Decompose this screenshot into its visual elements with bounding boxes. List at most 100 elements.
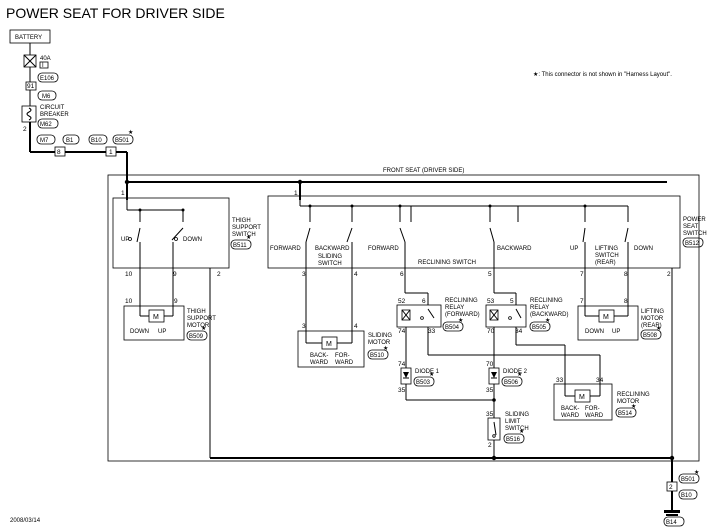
svg-text:M: M — [326, 341, 332, 348]
ground-icon — [664, 510, 680, 516]
svg-text:M: M — [153, 314, 159, 321]
fuse-number: I — [42, 63, 44, 69]
connector-b511 — [230, 239, 252, 250]
svg-text:DOWN: DOWN — [634, 246, 653, 252]
svg-text:★: ★ — [383, 345, 388, 352]
svg-text:5: 5 — [510, 298, 514, 305]
svg-text:UP: UP — [158, 329, 166, 335]
svg-text:B505: B505 — [532, 325, 547, 331]
connector-b512 — [682, 237, 704, 248]
svg-text:74: 74 — [398, 328, 406, 335]
reclining-relay-forward — [396, 304, 442, 328]
svg-text:1: 1 — [294, 190, 298, 197]
svg-text:10: 10 — [125, 298, 133, 305]
svg-text:6: 6 — [400, 271, 404, 278]
svg-text:SWITCH: SWITCH — [505, 426, 529, 432]
svg-text:B508: B508 — [643, 333, 658, 339]
svg-text:1: 1 — [109, 149, 113, 156]
svg-text:SWITCH: SWITCH — [595, 253, 619, 259]
svg-text:M: M — [603, 314, 609, 321]
svg-text:4: 4 — [354, 271, 358, 278]
svg-text:B1: B1 — [66, 138, 74, 144]
svg-text:FORWARD: FORWARD — [270, 246, 301, 252]
svg-text:UP: UP — [612, 329, 620, 335]
svg-text:8: 8 — [624, 271, 628, 278]
svg-text:MOTOR: MOTOR — [617, 399, 640, 405]
connector-b503 — [413, 376, 435, 387]
battery-label: BATTERY — [15, 35, 42, 41]
svg-text:RELAY: RELAY — [445, 305, 464, 311]
svg-text:SLIDING: SLIDING — [368, 333, 392, 339]
thigh-support-motor — [123, 305, 185, 341]
connector-b10-ground — [678, 489, 698, 500]
svg-text:MOTOR: MOTOR — [641, 316, 664, 322]
svg-text:CIRCUIT: CIRCUIT — [40, 105, 65, 111]
svg-text:9: 9 — [173, 271, 177, 278]
power-seat-switch — [267, 195, 681, 269]
connector-note: ★: This connector is not shown in "Harne… — [533, 71, 672, 78]
svg-text:2: 2 — [23, 126, 27, 133]
svg-text:DOWN: DOWN — [183, 237, 202, 243]
svg-text:DOWN: DOWN — [585, 329, 604, 335]
svg-text:70: 70 — [486, 361, 494, 368]
svg-text:8: 8 — [57, 149, 61, 156]
svg-text:RECLINING SWITCH: RECLINING SWITCH — [418, 260, 476, 266]
svg-text:B504: B504 — [445, 325, 460, 331]
connector-b501-ground — [678, 473, 700, 484]
svg-text:SLIDING: SLIDING — [505, 412, 529, 418]
svg-text:B510: B510 — [370, 353, 385, 359]
svg-text:LIFTING: LIFTING — [641, 309, 664, 315]
sliding-motor — [297, 330, 365, 368]
svg-text:B501: B501 — [115, 138, 130, 144]
reclining-relay-backward — [485, 304, 527, 328]
front-seat-label: FRONT SEAT (DRIVER SIDE) — [383, 168, 464, 174]
svg-text:B509: B509 — [189, 334, 204, 340]
svg-text:UP: UP — [121, 237, 129, 243]
svg-text:FORWARD: FORWARD — [368, 246, 399, 252]
connector-b505 — [529, 321, 551, 332]
svg-text:M62: M62 — [40, 122, 52, 128]
reclining-motor — [553, 383, 613, 421]
lifting-motor-rear — [577, 305, 639, 341]
svg-text:(REAR): (REAR) — [641, 323, 662, 329]
svg-text:★: ★ — [517, 371, 522, 378]
svg-text:53: 53 — [487, 298, 495, 305]
connector-b516 — [503, 433, 525, 444]
svg-text:E106: E106 — [40, 76, 55, 82]
svg-text:(BACKWARD): (BACKWARD) — [530, 312, 568, 318]
svg-text:8: 8 — [624, 298, 628, 305]
connector-b508 — [640, 329, 662, 340]
svg-text:BACKWARD: BACKWARD — [497, 246, 532, 252]
svg-text:7: 7 — [580, 298, 584, 305]
svg-text:LIFTING: LIFTING — [595, 246, 618, 252]
connector-b510 — [367, 349, 389, 360]
connector-b509 — [186, 330, 208, 341]
svg-text:★: ★ — [201, 325, 206, 332]
svg-text:FOR-: FOR- — [585, 406, 600, 412]
svg-text:SUPPORT: SUPPORT — [232, 225, 261, 231]
svg-text:3: 3 — [302, 323, 306, 330]
svg-text:★: ★ — [128, 129, 133, 136]
svg-text:52: 52 — [398, 298, 406, 305]
switch-contacts — [305, 227, 629, 243]
svg-text:DIODE 2: DIODE 2 — [503, 369, 528, 375]
svg-text:70: 70 — [487, 328, 495, 335]
page-title: POWER SEAT FOR DRIVER SIDE — [6, 5, 225, 21]
svg-text:UP: UP — [570, 246, 578, 252]
svg-text:35: 35 — [398, 387, 406, 394]
connector-b14 — [663, 516, 685, 527]
fuse-rating: 40A — [40, 56, 51, 62]
svg-text:6: 6 — [422, 298, 426, 305]
svg-text:2: 2 — [667, 271, 671, 278]
connector-e106 — [37, 72, 59, 83]
svg-text:DIODE 1: DIODE 1 — [415, 369, 440, 375]
svg-text:BACK-: BACK- — [561, 406, 579, 412]
svg-text:WARD: WARD — [561, 413, 580, 419]
connector-m6 — [37, 90, 57, 101]
svg-text:LIMIT: LIMIT — [505, 419, 521, 425]
svg-text:B506: B506 — [504, 380, 519, 386]
svg-text:1: 1 — [121, 190, 125, 197]
svg-text:RECLINING: RECLINING — [530, 298, 563, 304]
